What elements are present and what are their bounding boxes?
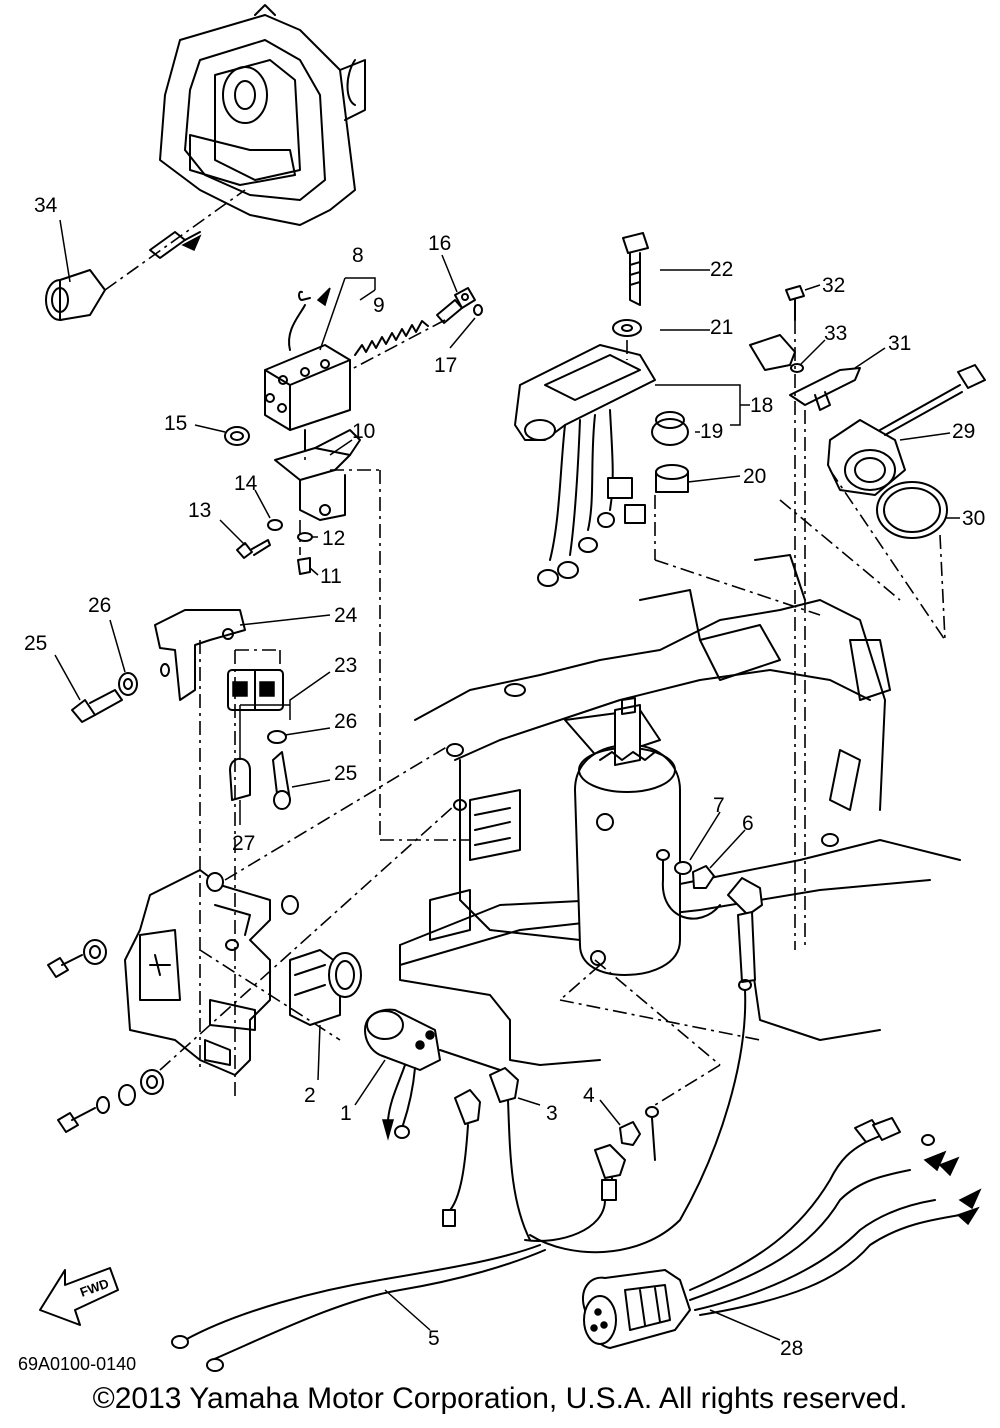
grommets-bracket [47,872,299,1133]
callout-21: 21 [710,316,733,339]
callout-10: 10 [352,420,375,443]
collar-part-20 [655,464,689,493]
rectifier-part-18 [514,344,656,587]
solenoid-block-part-8 [264,287,351,431]
harness-part-29 [827,364,986,496]
bottom-cowling-part [159,4,366,226]
callout-25a: 25 [24,632,47,655]
lead-wire-part-5 [171,1244,546,1372]
washer-part-7 [674,861,692,875]
drawing-code: 69A0100-0140 [18,1354,137,1374]
callout-17: 17 [434,354,457,377]
callout-16: 16 [428,232,451,255]
bracket-part-10 [274,429,361,521]
washer-part-14 [267,519,283,531]
callout-18: 18 [750,394,773,417]
callout-19: 19 [700,420,723,443]
callout-32: 32 [822,274,845,297]
callout-34: 34 [34,194,58,217]
callout-13: 13 [188,499,211,522]
cable-terminal [656,849,721,920]
bracket-part-31 [789,367,861,411]
spring-part-9 [354,320,429,356]
washer-part-26a [118,672,138,696]
seal-part-30 [876,481,948,539]
washer-part-21 [612,319,642,337]
screw-part-11 [297,557,311,575]
callout-30: 30 [962,507,985,530]
bolt-part-13 [236,539,271,559]
callout-26a: 26 [88,594,111,617]
bolt-part-25a [71,689,123,723]
copyright-notice: ©2013 Yamaha Motor Corporation, U.S.A. A… [92,1382,908,1415]
bolt-part-32 [785,285,805,321]
bracket-part-24 [154,609,246,701]
grommet-part-15 [224,426,250,446]
callout-5: 5 [428,1327,440,1350]
clamp-part-33 [749,334,804,373]
leader-lines [54,219,960,1341]
starter-motor [574,697,681,976]
main-harness-part-28 [582,1117,982,1349]
callout-numbers: 34 8 9 16 17 15 10 14 13 12 11 26 24 25 … [24,194,985,1360]
fuse-part-27 [229,757,251,801]
callout-31: 31 [888,332,911,355]
callout-12: 12 [322,527,345,550]
cdi-unit-part-2 [289,949,362,1026]
cable-part-3 [442,1067,531,1241]
callout-6: 6 [742,812,754,835]
callout-11: 11 [320,565,342,588]
callout-29: 29 [952,420,975,443]
callout-7: 7 [713,794,725,817]
callout-23: 23 [334,654,357,677]
bolt-part-16 [436,287,483,324]
callout-27: 27 [232,832,255,855]
callout-20: 20 [743,465,766,488]
callout-15: 15 [164,412,187,435]
grommet-part-19 [651,411,689,446]
callout-28: 28 [780,1337,803,1360]
callout-1: 1 [340,1102,352,1125]
switch-part-34 [45,231,202,321]
nut-part-4 [619,1106,659,1161]
callout-8: 8 [352,244,364,267]
connector-part-23 [227,669,284,711]
fwd-arrow-icon: FWD [39,1267,119,1326]
callout-26b: 26 [334,710,357,733]
callout-33: 33 [824,322,847,345]
callout-24: 24 [334,604,358,627]
callout-2: 2 [304,1084,316,1107]
washer-part-26b [267,730,287,744]
nut-part-6 [692,865,715,889]
bolt-part-25b [272,751,291,810]
callout-3: 3 [546,1102,558,1125]
bolt-part-22 [622,232,649,306]
callout-22: 22 [710,258,733,281]
callout-14: 14 [234,472,258,495]
callout-9: 9 [373,294,385,317]
starter-relay-part-1 [364,1008,501,1141]
battery-cable-boot [529,877,763,1254]
callout-4: 4 [583,1084,595,1107]
cable-boot-lower [524,1144,626,1242]
callout-25b: 25 [334,762,357,785]
reference-lines [159,319,946,1106]
electric-bracket [124,869,271,1076]
